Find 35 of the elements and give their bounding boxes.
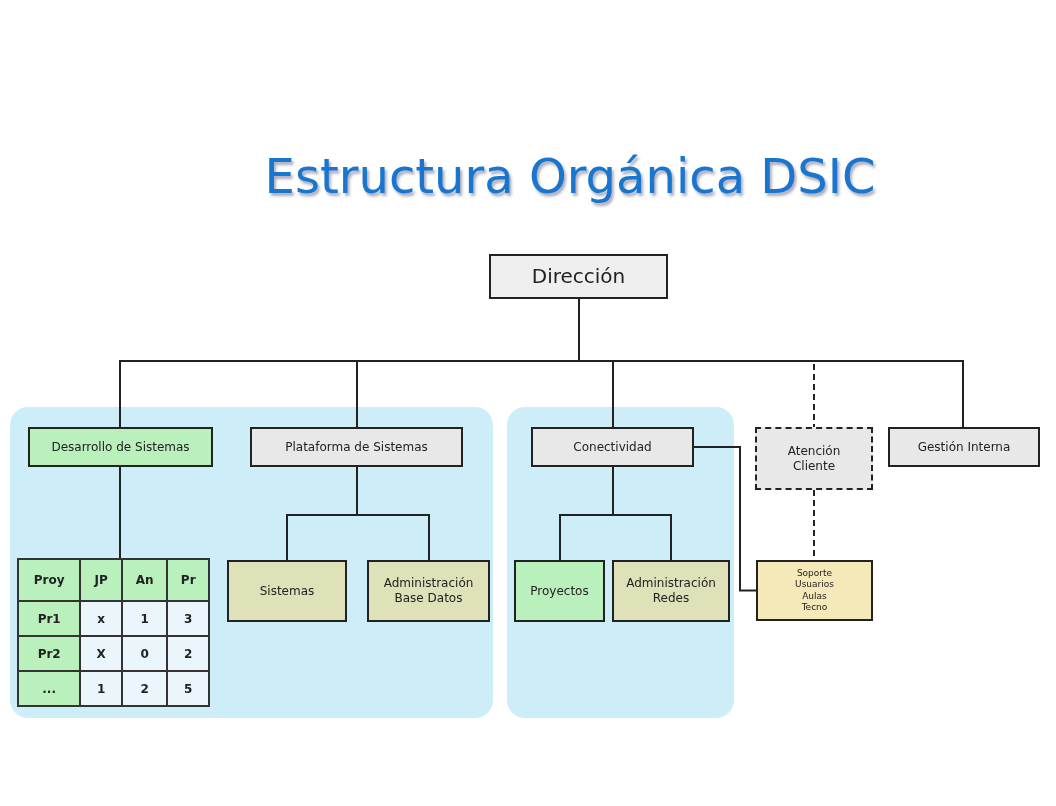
org-unit-box: Sistemas: [227, 560, 347, 622]
org-unit-box: Proyectos: [514, 560, 605, 622]
org-unit-box: Dirección: [489, 254, 668, 299]
table-cell: 5: [168, 672, 208, 705]
header-cell: An: [122, 560, 167, 601]
table-cell: 0: [122, 636, 167, 671]
org-unit-box: Conectividad: [531, 427, 694, 467]
table-cell: 1: [81, 672, 121, 705]
org-unit-box: Administración Base Datos: [367, 560, 490, 622]
table-cell: 2: [122, 672, 167, 705]
table-cell: X: [81, 636, 121, 671]
org-unit-box: Administración Redes: [612, 560, 730, 622]
header-cell: Proy: [19, 560, 80, 601]
table-cell: 3: [168, 602, 208, 635]
org-unit-box: Soporte Usuarios Aulas Tecno: [756, 560, 873, 621]
table-cell: x: [81, 602, 121, 635]
connector-line: [119, 466, 121, 559]
header-cell: JP: [81, 560, 121, 601]
connector-line: [356, 466, 430, 561]
connector-line: [612, 466, 672, 561]
header-cell: Pr1: [19, 602, 80, 635]
org-unit-box: Atención Cliente: [755, 427, 873, 490]
group-panel: [507, 407, 734, 718]
data-table: [17, 558, 210, 707]
org-unit-box: Plataforma de Sistemas: [250, 427, 463, 467]
header-cell: ...: [19, 672, 80, 705]
header-cell: Pr2: [19, 636, 80, 671]
header-cell: Pr: [168, 560, 208, 601]
org-unit-box: Desarrollo de Sistemas: [28, 427, 213, 467]
connector-line: [693, 446, 757, 592]
diagram-title: Estructura Orgánica DSIC: [263, 148, 877, 204]
table-cell: 2: [168, 636, 208, 671]
group-panel: [10, 407, 493, 718]
table-cell: 1: [122, 602, 167, 635]
org-unit-box: Gestión Interna: [888, 427, 1040, 467]
